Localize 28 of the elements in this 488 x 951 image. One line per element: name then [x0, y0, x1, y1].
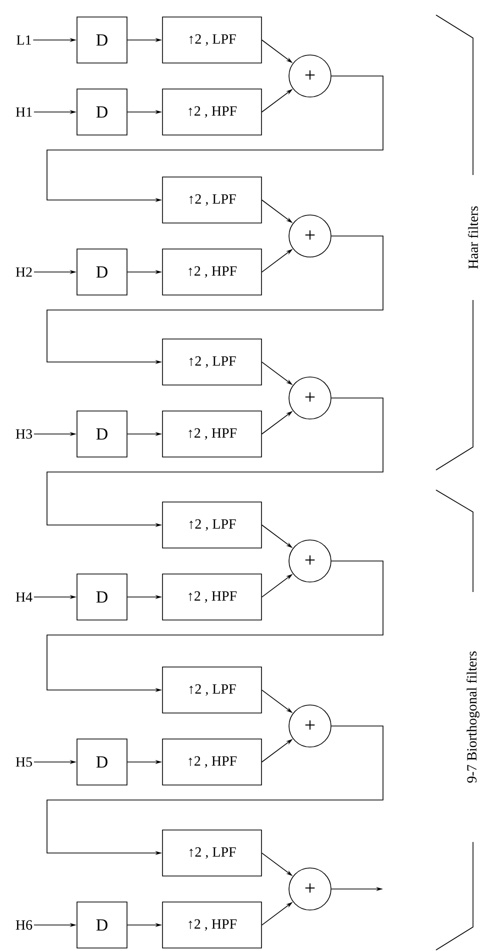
filter-box: ↑2 , LPF: [162, 338, 262, 386]
filter-box: ↑2 , LPF: [162, 502, 262, 548]
signal-label: H4: [16, 592, 32, 602]
filter-box: ↑2 , HPF: [162, 88, 262, 136]
signal-label: H1: [16, 107, 32, 117]
filter-box: ↑2 , HPF: [162, 902, 262, 948]
delay-box: D: [76, 574, 128, 620]
filter-box: ↑2 , LPF: [162, 666, 262, 714]
delay-box: D: [76, 902, 128, 948]
delay-box: D: [76, 16, 128, 64]
bracket-label: Haar filters: [468, 206, 478, 269]
delay-box: D: [76, 88, 128, 136]
filter-box: ↑2 , LPF: [162, 16, 262, 64]
delay-box: D: [76, 410, 128, 458]
filter-box: ↑2 , HPF: [162, 738, 262, 786]
bracket-label: 9-7 Biorthogonal filters: [466, 651, 480, 783]
filter-box: ↑2 , LPF: [162, 830, 262, 876]
filter-box: ↑2 , HPF: [162, 410, 262, 458]
signal-label: H2: [16, 267, 32, 277]
filter-box: ↑2 , HPF: [162, 248, 262, 296]
signal-label: H5: [16, 757, 32, 767]
signal-label: L1: [16, 35, 31, 45]
delay-box: D: [76, 248, 128, 296]
filter-box: ↑2 , LPF: [162, 176, 262, 224]
filter-box: ↑2 , HPF: [162, 574, 262, 620]
signal-label: H6: [16, 920, 32, 930]
delay-box: D: [76, 738, 128, 786]
signal-label: H3: [16, 429, 32, 439]
